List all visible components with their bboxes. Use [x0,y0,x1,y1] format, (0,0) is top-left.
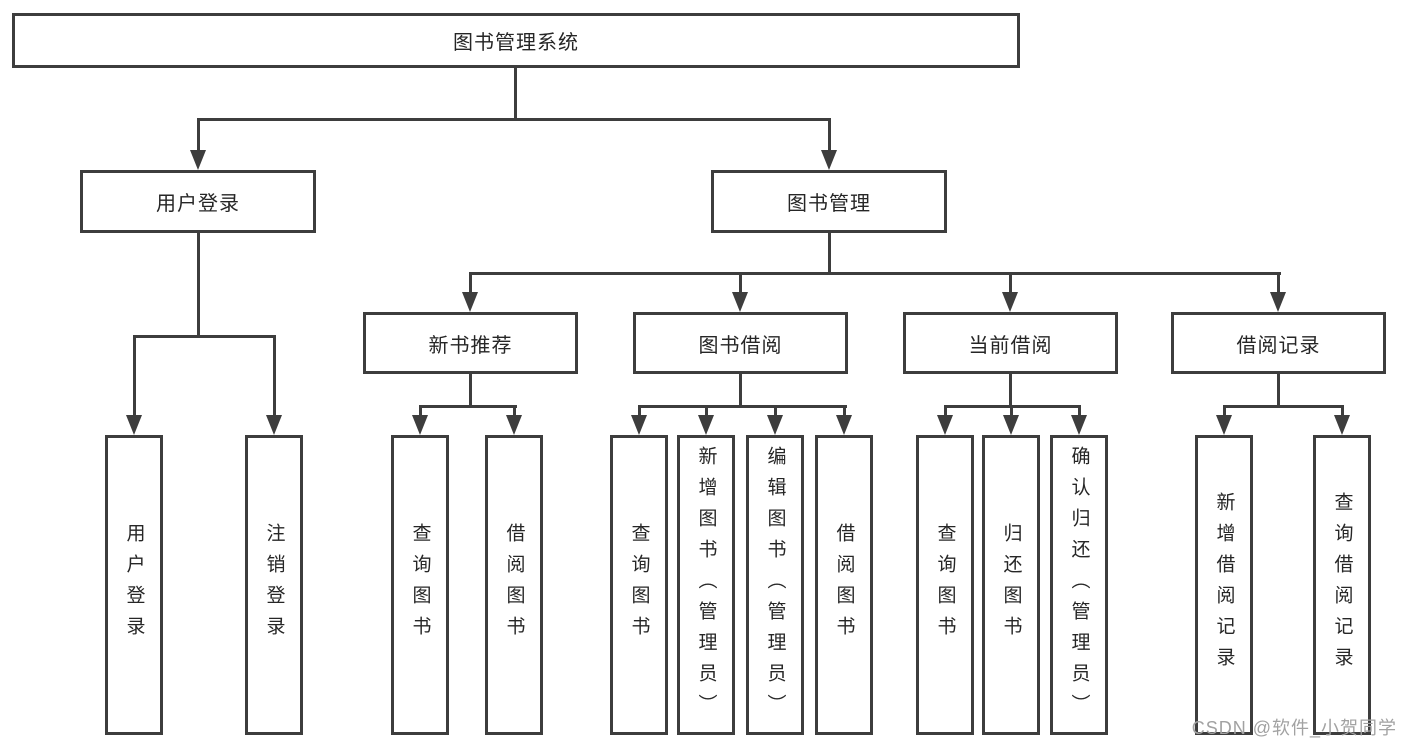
leaf-query-borrow-record: 查询借阅记录 [1313,435,1371,735]
arrowhead-down-icon [698,415,714,435]
connector-line [705,405,708,417]
node-library-management-system: 图书管理系统 [12,13,1020,68]
arrowhead-down-icon [821,150,837,170]
connector-line [133,335,136,417]
connector-line [828,233,831,274]
arrowhead-down-icon [1334,415,1350,435]
arrowhead-down-icon [1071,415,1087,435]
connector-line [638,405,847,408]
arrowhead-down-icon [836,415,852,435]
leaf-label: 归还图书 [1000,523,1022,647]
node-label: 图书管理 [787,193,871,215]
arrowhead-down-icon [732,292,748,312]
connector-line [197,118,200,152]
arrowhead-down-icon [1216,415,1232,435]
arrowhead-down-icon [631,415,647,435]
leaf-label: 查询图书 [628,523,650,647]
connector-line [469,272,472,294]
connector-line [469,374,472,405]
connector-line [197,233,200,335]
node-label: 新书推荐 [428,334,513,357]
connector-line [739,272,742,294]
leaf-label: 编辑图书（管理员） [764,445,786,725]
leaf-query-books-current: 查询图书 [916,435,974,735]
leaf-query-books-borrow: 查询图书 [610,435,668,735]
leaf-user-login: 用户登录 [105,435,163,735]
connector-line [638,405,641,417]
node-new-book-recommend: 新书推荐 [363,312,578,374]
connector-line [1277,272,1280,294]
connector-line [469,272,1281,275]
leaf-add-book-admin: 新增图书（管理员） [677,435,735,735]
arrowhead-down-icon [412,415,428,435]
leaf-borrow-books: 借阅图书 [815,435,873,735]
node-label: 当前借阅 [968,334,1053,357]
csdn-watermark: CSDN @软件_小贺同学 [1191,718,1397,738]
connector-line [774,405,777,417]
arrowhead-down-icon [126,415,142,435]
node-current-borrow: 当前借阅 [903,312,1118,374]
node-book-management: 图书管理 [711,170,947,233]
leaf-label: 新增借阅记录 [1213,492,1235,678]
connector-line [1009,374,1012,405]
leaf-label: 新增图书（管理员） [695,445,717,725]
leaf-logout: 注销登录 [245,435,303,735]
connector-line [514,68,517,118]
arrowhead-down-icon [767,415,783,435]
connector-line [828,118,831,152]
connector-line [1277,374,1280,405]
connector-line [513,405,516,417]
connector-line [739,374,742,405]
arrowhead-down-icon [1270,292,1286,312]
arrowhead-down-icon [937,415,953,435]
node-borrow-records: 借阅记录 [1171,312,1386,374]
leaf-add-borrow-record: 新增借阅记录 [1195,435,1253,735]
leaf-label: 借阅图书 [833,523,855,647]
connector-line [1010,405,1013,417]
connector-line [1078,405,1081,417]
arrowhead-down-icon [506,415,522,435]
connector-line [419,405,517,408]
leaf-confirm-return-admin: 确认归还（管理员） [1050,435,1108,735]
leaf-label: 用户登录 [123,523,145,647]
connector-line [843,405,846,417]
node-label: 图书借阅 [698,334,783,357]
node-label: 图书管理系统 [453,32,579,54]
node-label: 用户登录 [156,193,240,215]
node-label: 借阅记录 [1236,334,1321,357]
leaf-return-books: 归还图书 [982,435,1040,735]
leaf-label: 查询借阅记录 [1331,492,1353,678]
leaf-label: 确认归还（管理员） [1068,445,1090,725]
arrowhead-down-icon [190,150,206,170]
leaf-query-books-recommend: 查询图书 [391,435,449,735]
arrowhead-down-icon [462,292,478,312]
leaf-label: 查询图书 [409,523,431,647]
leaf-label: 借阅图书 [503,523,525,647]
leaf-label: 查询图书 [934,523,956,647]
leaf-borrow-books-recommend: 借阅图书 [485,435,543,735]
connector-line [419,405,422,417]
connector-line [1223,405,1226,417]
connector-line [273,335,276,417]
connector-line [944,405,947,417]
node-user-login: 用户登录 [80,170,316,233]
connector-line [1009,272,1012,294]
leaf-edit-book-admin: 编辑图书（管理员） [746,435,804,735]
node-book-borrow: 图书借阅 [633,312,848,374]
arrowhead-down-icon [1002,292,1018,312]
arrowhead-down-icon [1003,415,1019,435]
connector-line [1341,405,1344,417]
connector-line [197,118,831,121]
arrowhead-down-icon [266,415,282,435]
leaf-label: 注销登录 [263,523,285,647]
connector-line [1223,405,1344,408]
connector-line [133,335,276,338]
